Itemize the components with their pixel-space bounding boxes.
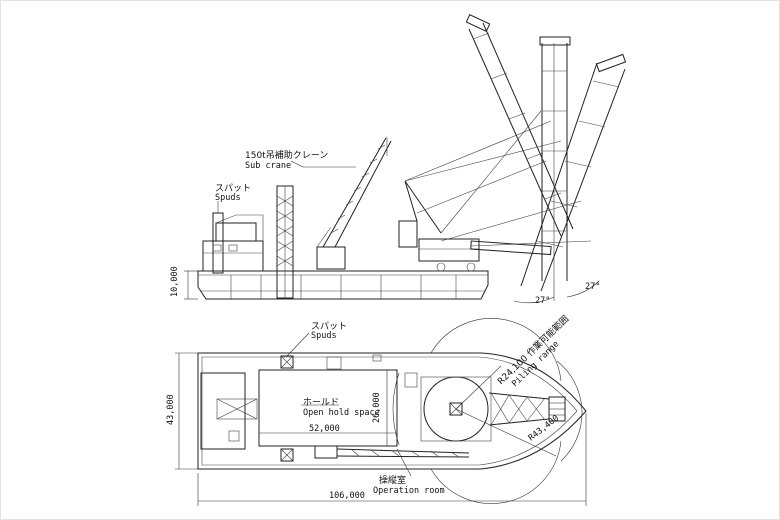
sub-crane-label-en: Sub crane (245, 161, 291, 171)
plan-view (175, 318, 587, 506)
pile-leader-center (539, 36, 571, 281)
pile-leader-right (520, 53, 627, 292)
piling-range-label-jp: R24,100 作業可能範囲 (495, 313, 571, 387)
deckhouse (202, 240, 264, 272)
op-room-label-jp: 操縦室 (379, 474, 406, 486)
crane-cab (398, 220, 418, 248)
side-elevation (184, 14, 627, 303)
sub-crane-label-jp: 150t吊補助クレーン (245, 149, 328, 161)
overall-length-dim: 106,000 (329, 491, 365, 501)
sub-crane-plan (314, 445, 470, 459)
angle-right-dim: 27° (585, 282, 600, 292)
spud-plan-bottom (280, 448, 294, 462)
side-height-dim: 10,000 (170, 266, 180, 297)
spuds-side-label-jp: スパット (215, 183, 251, 194)
spuds-plan-label-en: Spuds (311, 331, 337, 341)
hold-length-dim: 52,000 (309, 424, 340, 434)
pile-leader-left (465, 14, 574, 237)
op-room-label-en: Operation room (373, 486, 445, 496)
range-arc-outer (556, 360, 583, 462)
angle-left-dim: 27° (535, 296, 550, 306)
range-arc-top (430, 318, 562, 382)
hold-width-dim: 26,000 (372, 392, 382, 423)
spuds-side-label-en: Spuds (215, 193, 241, 203)
hull-ribs (230, 275, 457, 299)
hold-label-jp: ホールド (303, 397, 339, 408)
spuds-plan-label-jp: スパット (311, 321, 347, 332)
crane-base (418, 238, 480, 262)
plan-deckhouse (200, 372, 246, 450)
hull-side (197, 270, 489, 300)
hold-label-en: Open hold space (303, 408, 380, 418)
hull-plan (197, 352, 587, 470)
plan-width-dim: 43,000 (166, 394, 176, 425)
main-boom-plan (488, 392, 566, 426)
sub-crane (316, 137, 392, 270)
range-arc-inner-left (392, 372, 400, 446)
